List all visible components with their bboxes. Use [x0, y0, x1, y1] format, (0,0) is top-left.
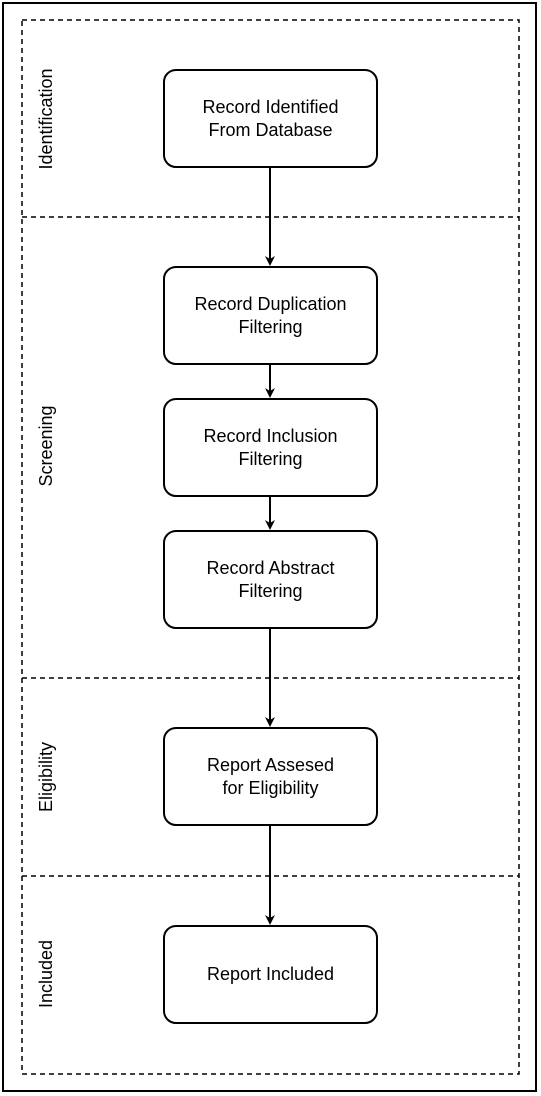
phase-label-included: Included: [36, 939, 56, 1009]
box-report-included: [163, 925, 378, 1024]
box-label-record-inclusion: Record Inclusion Filtering: [203, 425, 338, 469]
phase-label-screening: Screening: [36, 405, 56, 487]
box-label-record-abstract: Record Abstract Filtering: [206, 557, 335, 601]
phase-container: [21, 19, 520, 1075]
phase-label-identification: Identification: [36, 68, 56, 170]
box-label-report-included: Report Included: [206, 964, 335, 984]
phase-label-eligibility: Eligibility: [36, 741, 56, 813]
box-label-record-identified: Record Identified From Database: [202, 96, 339, 140]
box-label-record-duplication: Record Duplication Filtering: [194, 293, 347, 337]
box-label-report-assessed: Report Assesed for Eligibility: [206, 754, 335, 798]
